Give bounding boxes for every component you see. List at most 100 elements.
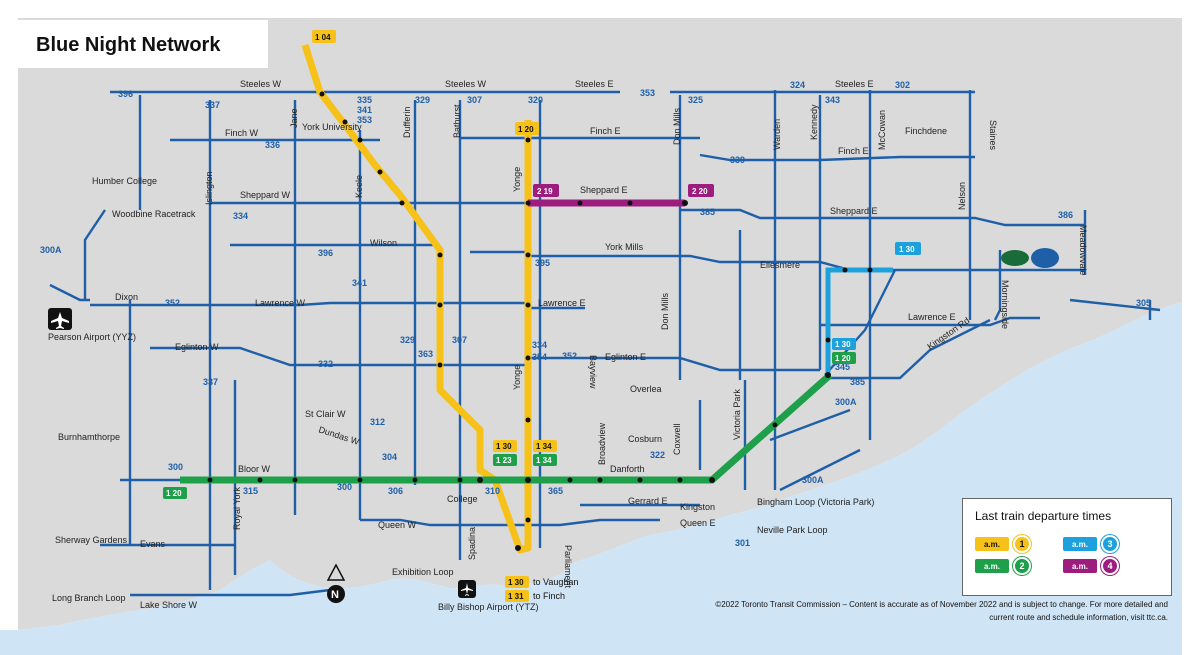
route-310: 310 xyxy=(485,486,500,496)
street-steeles-w: Steeles W xyxy=(240,79,282,89)
label-pearson-airport: Pearson Airport (YYZ) xyxy=(48,332,136,342)
tag-line3-mid: 1 30 xyxy=(835,340,851,349)
lake-ontario xyxy=(0,302,1182,655)
legend-am-tag: a.m. xyxy=(1063,537,1097,551)
station-dots xyxy=(207,91,873,551)
line-4-icon: 4 xyxy=(1101,557,1119,575)
airport-icon-island xyxy=(458,580,476,598)
tag-line2-yonge-bloor: 1 34 xyxy=(536,456,552,465)
street-lawrence-e-2: Lawrence E xyxy=(908,312,956,322)
route-353: 353 xyxy=(357,115,372,125)
street-eglinton-w: Eglinton W xyxy=(175,342,219,352)
street-finch-e-2: Finch E xyxy=(838,146,869,156)
street-cosburn: Cosburn xyxy=(628,434,662,444)
route-385: 385 xyxy=(700,207,715,217)
north-arrow-icon: N xyxy=(326,563,346,603)
street-york-mills: York Mills xyxy=(605,242,644,252)
line-1-icon: 1 xyxy=(1013,535,1031,553)
route-325: 325 xyxy=(688,95,703,105)
route-329: 329 xyxy=(415,95,430,105)
route-300a: 300A xyxy=(40,245,62,255)
street-bloor-w: Bloor W xyxy=(238,464,271,474)
route-312: 312 xyxy=(370,417,385,427)
tag-line1-yonge: 1 20 xyxy=(518,125,534,134)
street-bathurst: Bathurst xyxy=(452,104,462,138)
route-396b: 396 xyxy=(318,248,333,258)
street-college: College xyxy=(447,494,478,504)
legend-panel: Last train departure times a.m. 1 a.m. 3… xyxy=(962,498,1172,596)
label-woodbine-racetrack: Woodbine Racetrack xyxy=(112,209,196,219)
route-395: 395 xyxy=(535,258,550,268)
route-324: 324 xyxy=(790,80,805,90)
label-long-branch-loop: Long Branch Loop xyxy=(52,593,126,603)
street-gerrard-e: Gerrard E xyxy=(628,496,668,506)
street-keele: Keele xyxy=(354,175,364,198)
street-evans: Evans xyxy=(140,539,166,549)
street-dufferin: Dufferin xyxy=(402,107,412,138)
label-neville-park-loop: Neville Park Loop xyxy=(757,525,828,535)
route-301: 301 xyxy=(735,538,750,548)
street-yonge-2: Yonge xyxy=(512,365,522,390)
street-lawrence-e: Lawrence E xyxy=(538,298,586,308)
route-341: 341 xyxy=(357,105,372,115)
route-300c: 300A xyxy=(835,397,857,407)
street-nelson: Nelson xyxy=(957,182,967,210)
street-victoria-park: Victoria Park xyxy=(732,389,742,440)
tag-line3-top: 1 30 xyxy=(899,245,915,254)
route-341b: 341 xyxy=(352,278,367,288)
route-300b: 300 xyxy=(337,482,352,492)
street-finch-e: Finch E xyxy=(590,126,621,136)
route-385b: 385 xyxy=(850,377,865,387)
route-300d: 300A xyxy=(802,475,824,485)
label-burnhamthorpe: Burnhamthorpe xyxy=(58,432,120,442)
street-bayview: Bayview xyxy=(588,355,598,389)
street-jane: Jane xyxy=(289,108,299,128)
tag-line1-yonge-bloor: 1 34 xyxy=(536,442,552,451)
label-humber-college: Humber College xyxy=(92,176,157,186)
label-to-vaughan: to Vaughan xyxy=(533,577,578,587)
route-343: 343 xyxy=(825,95,840,105)
route-304: 304 xyxy=(382,452,397,462)
street-broadview: Broadview xyxy=(597,422,607,465)
street-staines: Staines xyxy=(988,120,998,151)
route-306: 306 xyxy=(388,486,403,496)
tag-line4-east: 2 20 xyxy=(692,187,708,196)
street-sheppard-e: Sheppard E xyxy=(580,185,628,195)
route-339: 339 xyxy=(730,155,745,165)
street-kennedy: Kennedy xyxy=(809,104,819,140)
legend-line3: a.m. 3 xyxy=(1063,535,1119,553)
tag-line4-west: 2 19 xyxy=(537,187,553,196)
street-sheppard-w: Sheppard W xyxy=(240,190,291,200)
street-yonge: Yonge xyxy=(512,167,522,192)
route-329b: 329 xyxy=(400,335,415,345)
tag-line2-spadina: 1 23 xyxy=(496,456,512,465)
zoo-icon xyxy=(1001,248,1059,268)
street-spadina: Spadina xyxy=(467,527,477,560)
street-queen-e: Queen E xyxy=(680,518,716,528)
tag-line1-spadina: 1 30 xyxy=(496,442,512,451)
route-315: 315 xyxy=(243,486,258,496)
street-steeles-w-2: Steeles W xyxy=(445,79,487,89)
route-307: 307 xyxy=(467,95,482,105)
route-354: 354 xyxy=(532,352,547,362)
street-islington: Islington xyxy=(204,171,214,205)
street-eglinton-e: Eglinton E xyxy=(605,352,646,362)
street-coxwell: Coxwell xyxy=(672,423,682,455)
route-345: 345 xyxy=(835,362,850,372)
label-york-university: York University xyxy=(302,122,362,132)
tag-vaughan-time: 1 30 xyxy=(508,578,524,587)
street-kingston: Kingston xyxy=(680,502,715,512)
label-exhibition-loop: Exhibition Loop xyxy=(392,567,454,577)
route-365: 365 xyxy=(548,486,563,496)
route-302: 302 xyxy=(895,80,910,90)
street-don-mills-2: Don Mills xyxy=(660,292,670,330)
street-mccowan: McCowan xyxy=(877,110,887,150)
route-337b: 337 xyxy=(203,377,218,387)
tag-line2-kipling: 1 20 xyxy=(166,489,182,498)
airport-icon xyxy=(48,308,72,330)
route-336: 336 xyxy=(265,140,280,150)
route-352b: 352 xyxy=(562,351,577,361)
street-finchdene: Finchdene xyxy=(905,126,947,136)
route-320: 320 xyxy=(528,95,543,105)
legend-am-tag: a.m. xyxy=(975,559,1009,573)
